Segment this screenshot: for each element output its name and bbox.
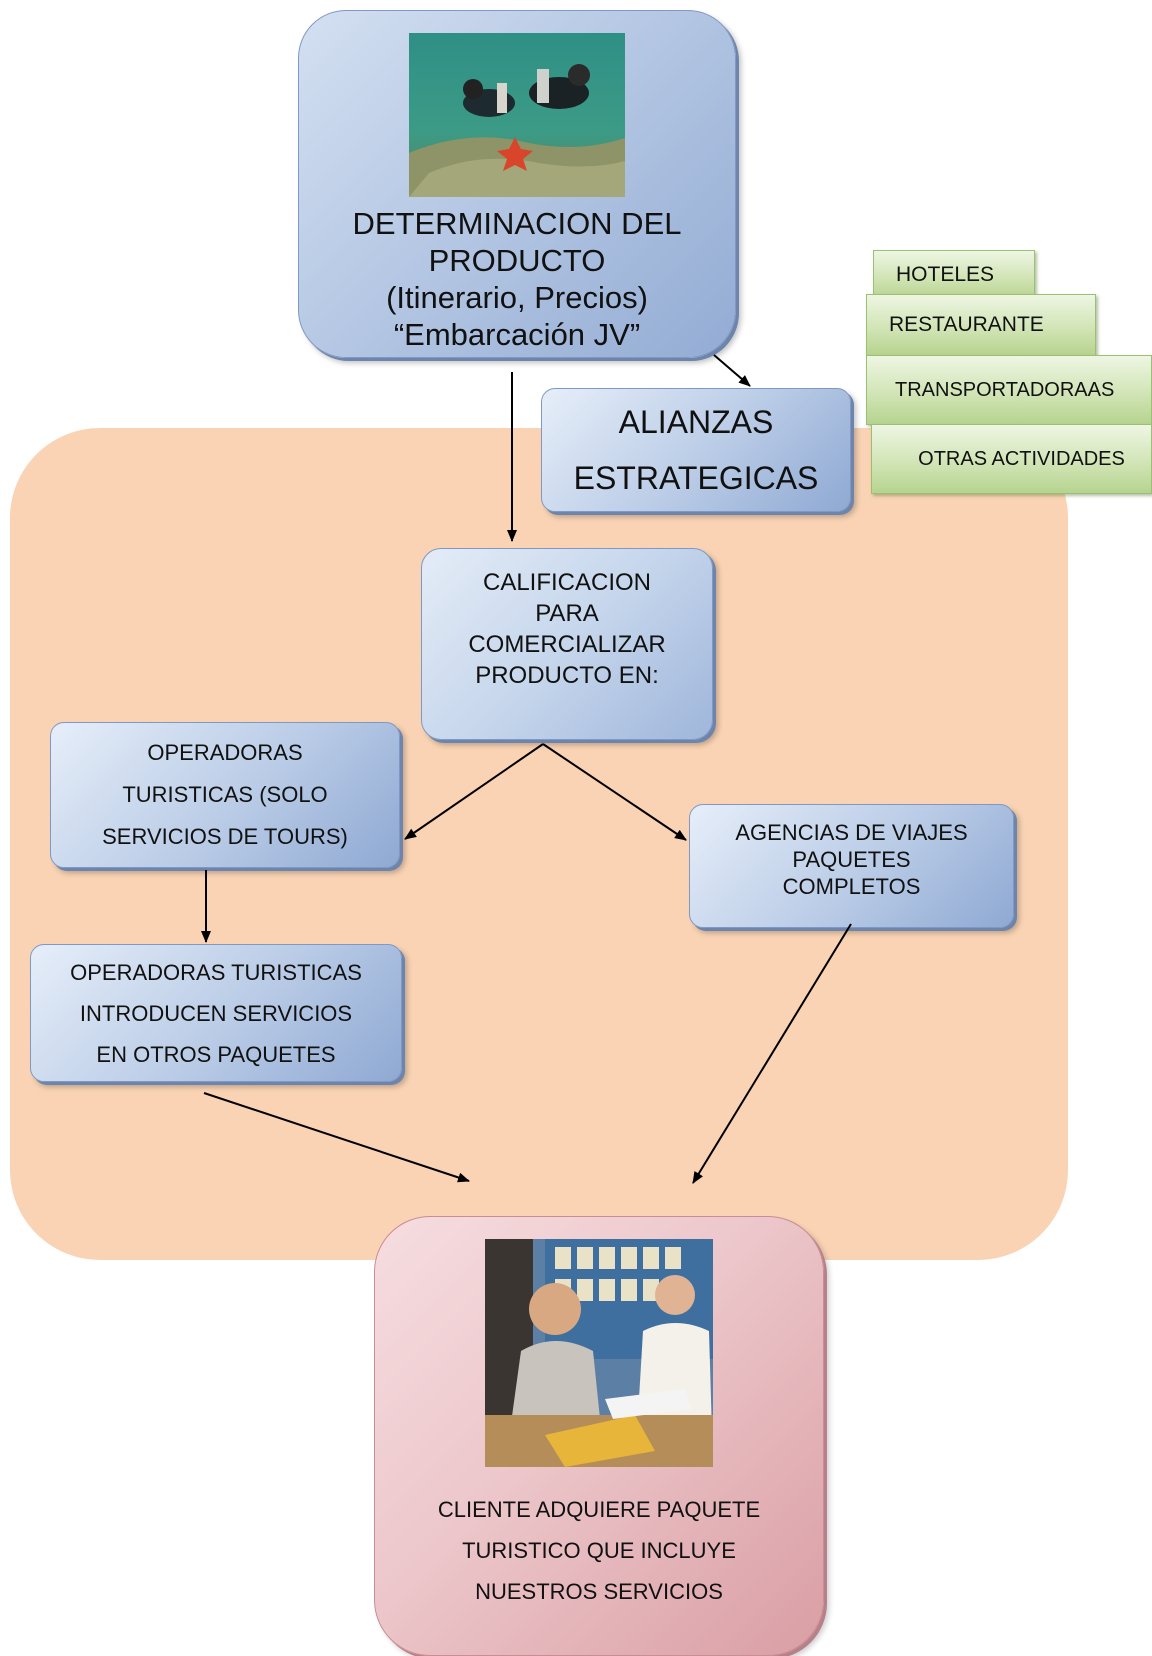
alianza-transportadoras: TRANSPORTADORAAS bbox=[866, 355, 1152, 425]
arrow-producto-to-alianzas bbox=[713, 354, 751, 387]
calificacion-line-3: COMERCIALIZAR bbox=[468, 631, 666, 658]
operadoras-line-1: OPERADORAS bbox=[147, 740, 303, 765]
agencias-line-1: AGENCIAS DE VIAJES bbox=[735, 820, 968, 845]
operadoras-introducen-line-3: EN OTROS PAQUETES bbox=[96, 1041, 336, 1067]
arrow-introducen-to-cliente bbox=[203, 1092, 470, 1183]
arrow-calificacion-to-operadoras bbox=[404, 743, 544, 840]
producto-line-3: (Itinerario, Precios) bbox=[386, 280, 648, 315]
agencias-line-2: PAQUETES bbox=[792, 847, 911, 872]
calificacion-line-4: PRODUCTO EN: bbox=[475, 662, 659, 689]
cliente-line-2: TURISTICO QUE INCLUYE bbox=[462, 1538, 736, 1563]
node-alianzas-estrategicas: ALIANZAS ESTRATEGICAS bbox=[541, 388, 851, 512]
arrow-agencias-to-cliente bbox=[692, 923, 852, 1184]
node-cliente-adquiere-paquete: CLIENTE ADQUIERE PAQUETE TURISTICO QUE I… bbox=[374, 1216, 824, 1656]
alianzas-line-1: ALIANZAS bbox=[618, 404, 774, 440]
diver-photo bbox=[409, 33, 625, 197]
node-determinacion-producto: DETERMINACION DEL PRODUCTO (Itinerario, … bbox=[298, 10, 736, 358]
node-operadoras-turisticas: OPERADORAS TURISTICAS (SOLO SERVICIOS DE… bbox=[50, 722, 400, 868]
operadoras-line-2: TURISTICAS (SOLO bbox=[122, 782, 328, 807]
alianza-otras-actividades: OTRAS ACTIVIDADES bbox=[871, 424, 1152, 494]
node-agencias-de-viajes: AGENCIAS DE VIAJES PAQUETES COMPLETOS bbox=[689, 804, 1014, 928]
cliente-line-1: CLIENTE ADQUIERE PAQUETE bbox=[437, 1497, 761, 1522]
arrow-calificacion-to-agencias bbox=[542, 743, 687, 841]
agencias-line-3: COMPLETOS bbox=[782, 874, 921, 899]
calificacion-line-2: PARA bbox=[535, 600, 599, 627]
operadoras-line-3: SERVICIOS DE TOURS) bbox=[102, 824, 348, 849]
operadoras-introducen-line-1: OPERADORAS TURISTICAS bbox=[70, 959, 362, 985]
calificacion-line-1: CALIFICACION bbox=[482, 569, 652, 596]
cliente-line-3: NUESTROS SERVICIOS bbox=[475, 1579, 723, 1604]
node-operadoras-introducen-servicios: OPERADORAS TURISTICAS INTRODUCEN SERVICI… bbox=[30, 944, 402, 1082]
alianza-restaurante: RESTAURANTE bbox=[866, 294, 1096, 356]
alianzas-line-2: ESTRATEGICAS bbox=[573, 460, 819, 496]
producto-line-4: “Embarcación JV” bbox=[393, 317, 641, 352]
producto-line-1: DETERMINACION DEL bbox=[352, 206, 682, 241]
node-calificacion: CALIFICACION PARA COMERCIALIZAR PRODUCTO… bbox=[421, 548, 713, 740]
travel-agency-photo bbox=[485, 1239, 713, 1467]
producto-line-2: PRODUCTO bbox=[428, 243, 606, 278]
operadoras-introducen-line-2: INTRODUCEN SERVICIOS bbox=[79, 1000, 353, 1026]
